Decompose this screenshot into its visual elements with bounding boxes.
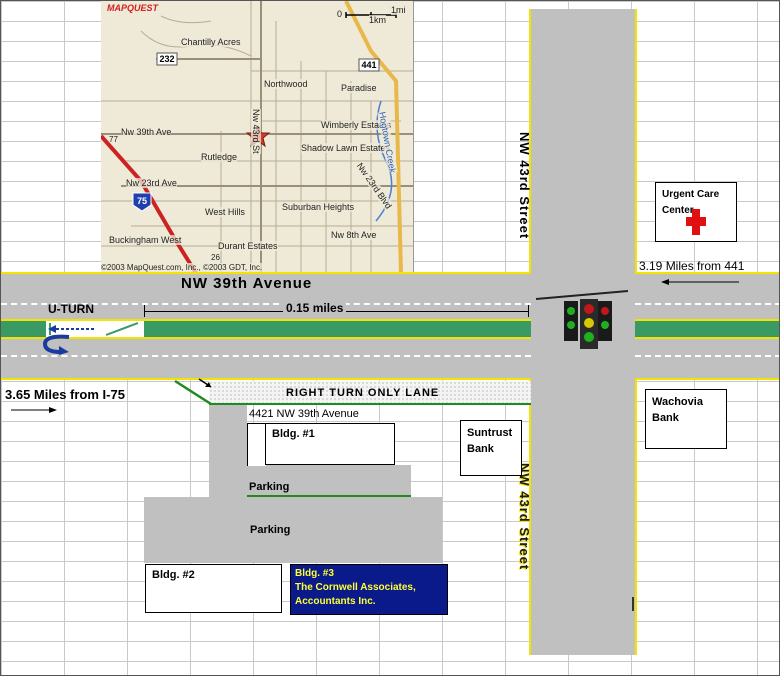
inset-map-roads: 232 441 75 MAPQUEST (101, 1, 413, 273)
place-label: West Hills (205, 207, 245, 217)
west-arrow-icon (661, 279, 739, 285)
main-avenue-label: NW 39th Avenue (181, 275, 313, 292)
place-label: Chantilly Acres (181, 37, 241, 47)
distance-bracket-tick (144, 305, 145, 317)
bldg1: Bldg. #1 (265, 423, 395, 465)
traffic-light-icon (536, 290, 628, 349)
medical-cross-icon (686, 209, 706, 235)
place-label: Nw 23rd Ave (126, 178, 177, 188)
bldg2-label: Bldg. #2 (152, 569, 195, 581)
u-turn-label: U-TURN (48, 302, 94, 316)
parking-lot-top (247, 465, 411, 497)
place-label: Shadow Lawn Estates (301, 143, 391, 153)
parking-main-label: Parking (250, 524, 291, 536)
road-edge (1, 378, 531, 380)
bldg3-line2: Accountants Inc. (295, 596, 376, 607)
scale-mi: 1mi (391, 5, 406, 15)
from-441-label: 3.19 Miles from 441 (639, 259, 745, 273)
place-label: Wimberly Estates (321, 120, 392, 130)
place-label: Durant Estates (218, 241, 278, 251)
road-edge (529, 379, 531, 655)
shield-441: 441 (361, 60, 376, 70)
urgent-care-center: Urgent Care Center (655, 182, 737, 242)
road-edge (635, 272, 779, 274)
cross-street-label-bottom: NW 43rd Street (517, 463, 532, 583)
place-label: Nw 39th Ave (121, 127, 172, 137)
lane-taper (174, 378, 212, 406)
wachovia-label: Wachovia Bank (652, 396, 703, 424)
place-label: Rutledge (201, 152, 238, 162)
right-turn-label: RIGHT TURN ONLY LANE (286, 387, 440, 399)
urgent-care-label: Urgent Care Center (662, 189, 720, 216)
road-tick (632, 597, 634, 611)
road-edge (635, 379, 637, 655)
place-label: Nw 8th Ave (331, 230, 377, 240)
place-label: Nw 43rd St (251, 109, 261, 154)
bldg3-title: Bldg. #3 (295, 568, 334, 579)
shield-232: 232 (159, 54, 174, 64)
right-turn-lane-edge (209, 403, 531, 405)
road-edge (1, 272, 531, 274)
scale-km: 1km (369, 15, 387, 25)
scale-zero: 0 (337, 9, 343, 19)
east-arrow-icon (11, 407, 57, 413)
bldg1-label: Bldg. #1 (272, 428, 315, 440)
u-turn-opening (46, 319, 144, 339)
address-label: 4421 NW 39th Avenue (249, 408, 359, 420)
shield-26: 26 (211, 253, 220, 262)
road-edge (635, 9, 637, 274)
mapquest-logo: MAPQUEST (107, 3, 160, 13)
shield-77: 77 (109, 135, 118, 144)
place-label: Northwood (264, 79, 308, 89)
map-copyright: ©2003 MapQuest.com, Inc., ©2003 GDT, Inc… (101, 263, 263, 272)
shield-75: 75 (137, 196, 147, 206)
bldg2: Bldg. #2 (145, 564, 282, 613)
median (635, 319, 779, 339)
lane-divider (635, 303, 779, 305)
suntrust-bank: Suntrust Bank (460, 420, 522, 476)
parking-top-label: Parking (249, 481, 290, 493)
wachovia-bank: Wachovia Bank (645, 389, 727, 449)
median (1, 319, 46, 339)
median (144, 319, 531, 339)
lane-divider (635, 355, 779, 357)
mapquest-inset-map: 232 441 75 MAPQUEST 0 1mi 1km Chantilly … (101, 1, 414, 273)
u-turn-arrow-icon (42, 334, 70, 355)
place-label: Buckingham West (109, 235, 182, 245)
bldg3: Bldg. #3 The Cornwell Associates, Accoun… (290, 564, 448, 615)
access-drive (209, 405, 247, 497)
bldg3-line1: The Cornwell Associates, (295, 582, 416, 593)
suntrust-label: Suntrust Bank (467, 427, 513, 455)
from-i75-label: 3.65 Miles from I-75 (5, 387, 125, 402)
cross-street-label-bottom-text: NW 43rd Street (517, 463, 532, 571)
parking-edge (247, 495, 411, 497)
lane-divider (1, 303, 531, 305)
lane-divider (1, 355, 531, 357)
place-label: Paradise (341, 83, 377, 93)
parking-lot-main (144, 497, 442, 563)
distance-bracket-tick (528, 305, 529, 317)
place-label: Suburban Heights (282, 202, 355, 212)
road-edge (529, 9, 531, 274)
road-edge (635, 378, 779, 380)
cross-street-label-top: NW 43rd Street (517, 132, 532, 240)
bldg1-wing (247, 423, 266, 466)
distance-label: 0.15 miles (283, 301, 347, 315)
right-turn-lane (209, 381, 531, 403)
